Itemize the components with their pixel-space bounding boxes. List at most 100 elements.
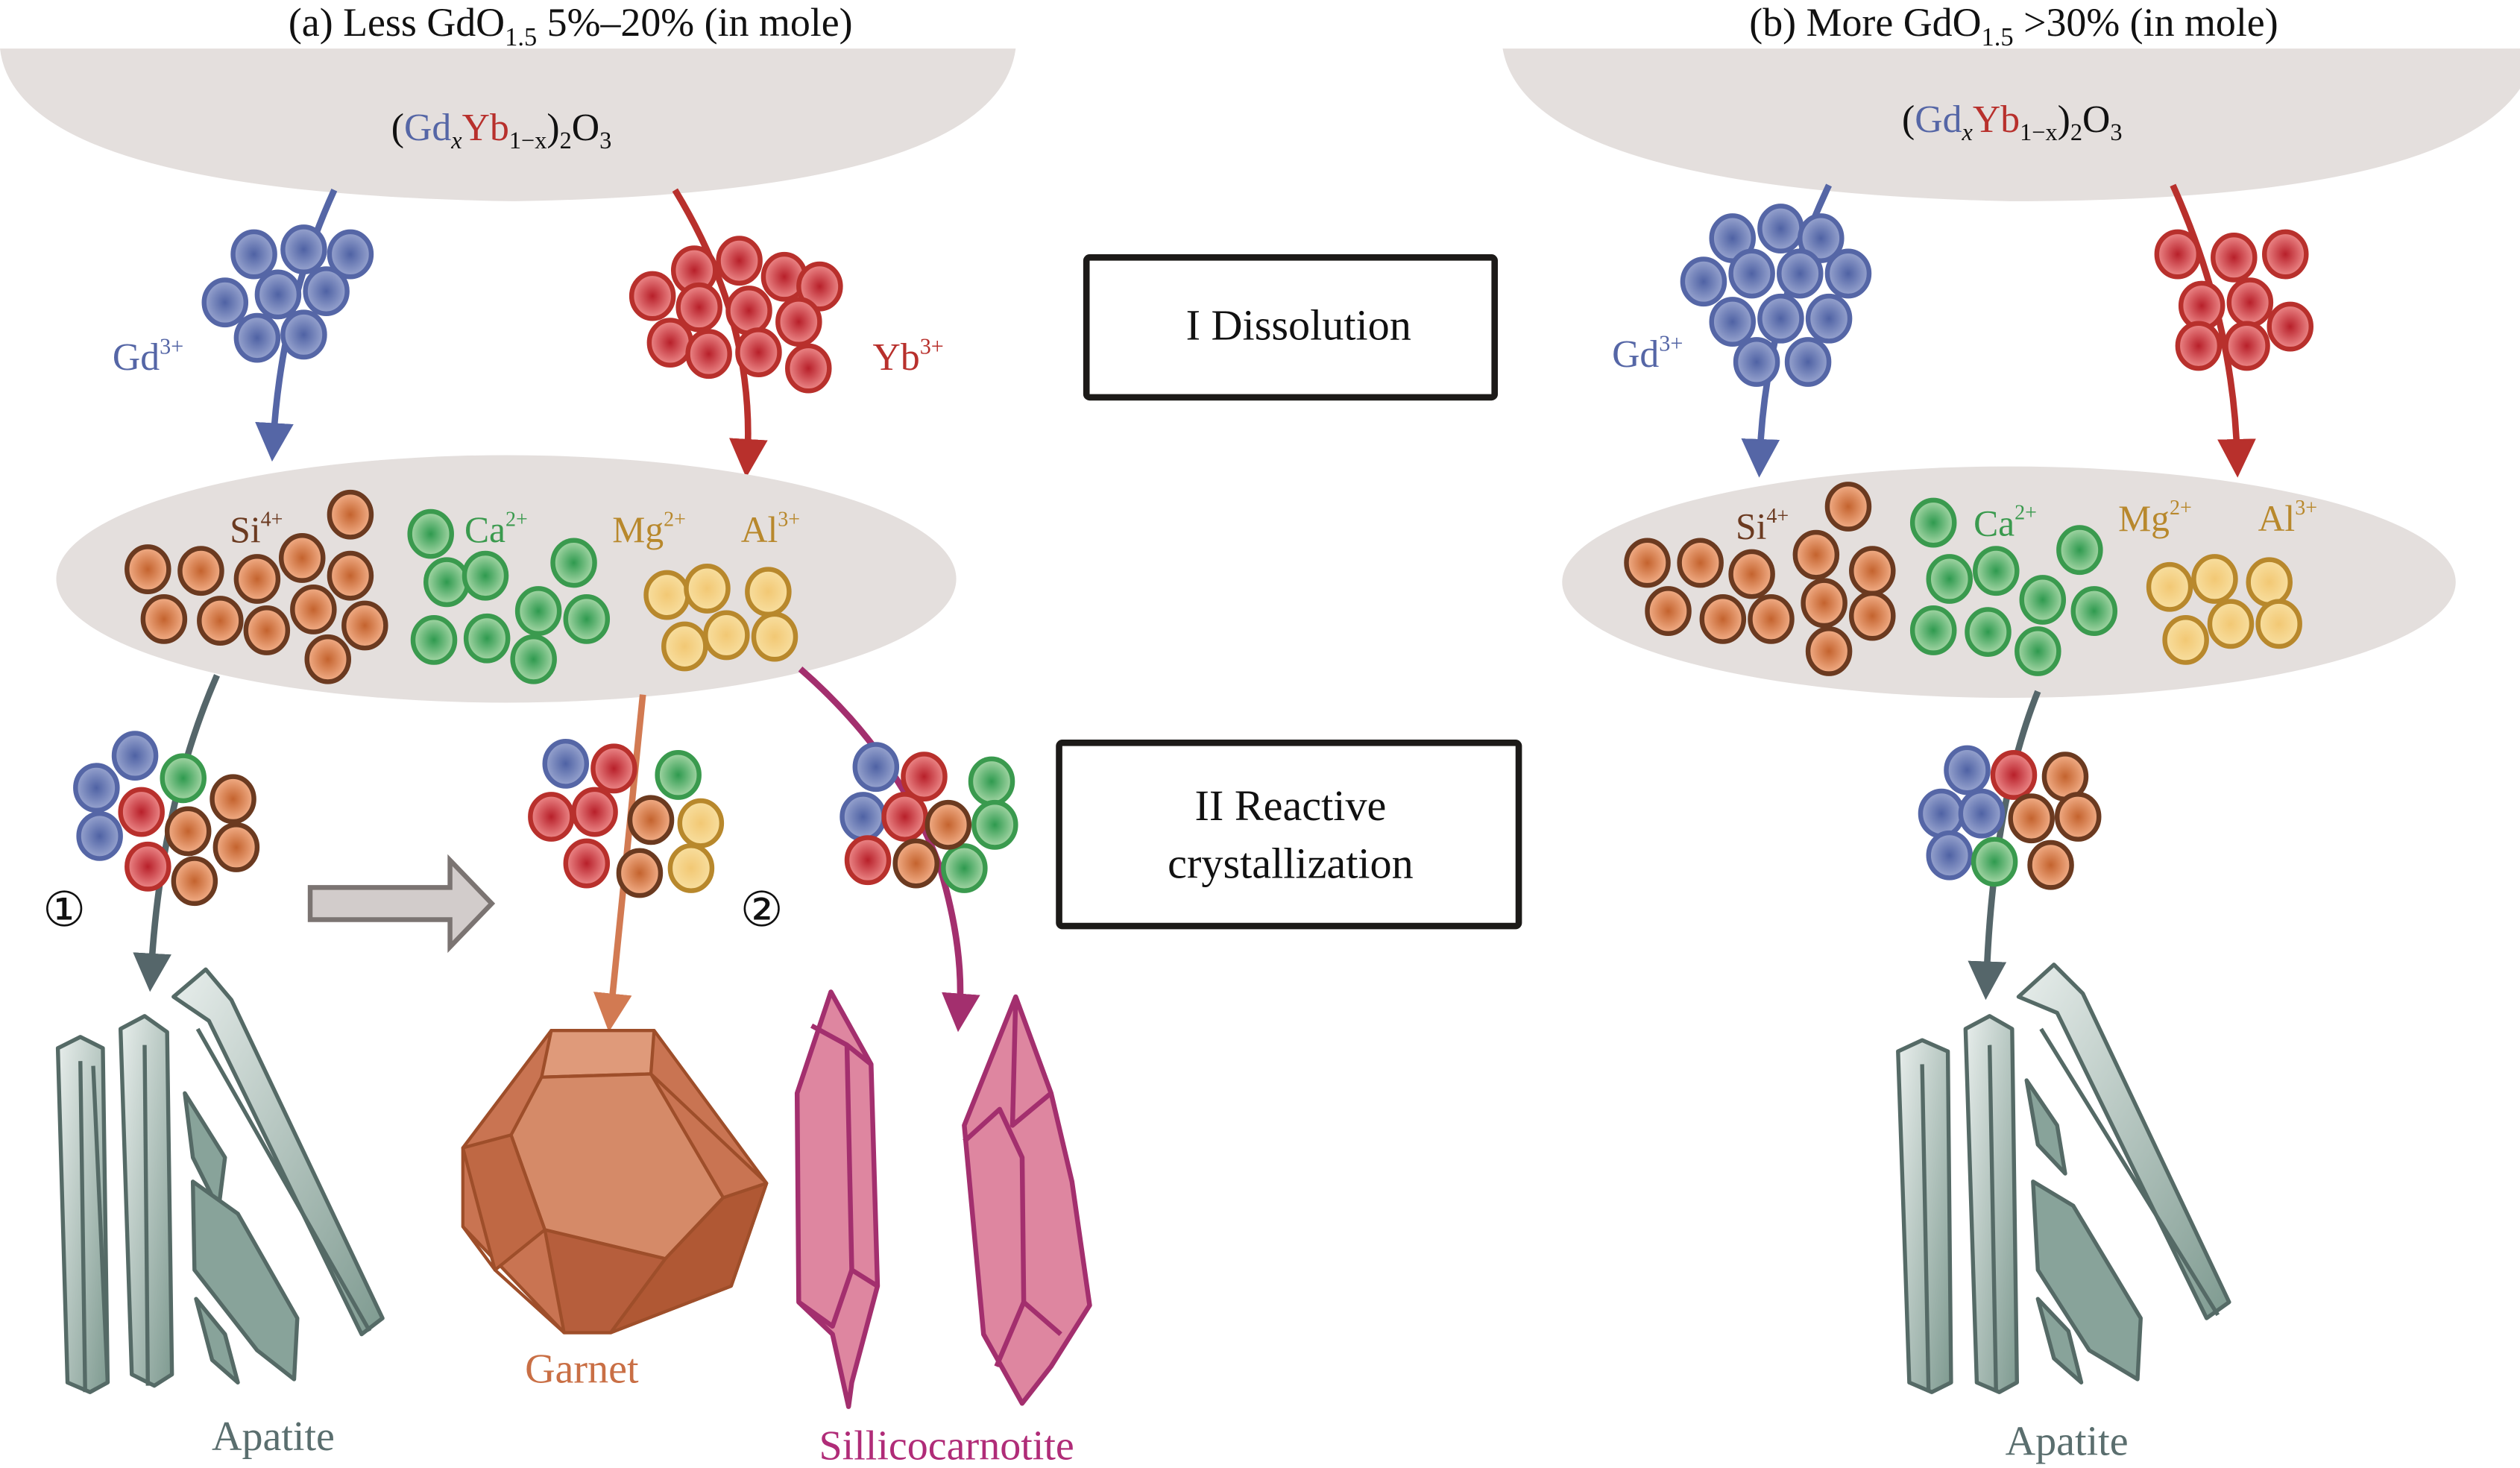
yb-ion	[563, 838, 611, 889]
mg-al-ion	[2246, 557, 2293, 608]
si-ion	[212, 822, 260, 872]
gd-ion	[1733, 337, 1780, 387]
ca-ion-group-b	[1909, 497, 2118, 676]
ca-ion	[1909, 497, 1957, 548]
pathway-marker-1: ①	[42, 883, 86, 936]
si-ion	[627, 795, 675, 845]
panel-b-title: (b) More GdO1.5 >30% (in mole)	[1749, 0, 2278, 51]
sillicocarnotite-crystals	[794, 989, 1092, 1409]
gd-ion	[1798, 213, 1845, 263]
ca-ion	[550, 538, 597, 588]
ca-ion	[160, 753, 207, 804]
mg-al-ion	[2146, 561, 2193, 612]
si-label-b: Si4+	[1736, 505, 1789, 547]
yb-ion	[2223, 321, 2270, 371]
ca-ion	[1965, 607, 2012, 658]
garnet-crystal	[461, 1029, 769, 1335]
yb-ion	[881, 792, 928, 842]
panel-a: (a) Less GdO1.5 5%–20% (in mole) (GdxYb1…	[0, 0, 1092, 1468]
sillicocarnotite-nucleus-cluster-a	[840, 742, 1018, 893]
gd-ion	[840, 792, 886, 842]
ca-ion	[971, 799, 1018, 850]
gd-ion	[280, 309, 327, 360]
si-ion	[1792, 529, 1840, 580]
ca-ion	[514, 586, 562, 637]
gd-label-b: Gd3+	[1612, 330, 1683, 376]
si-ion	[1645, 586, 1692, 637]
mg-al-ion	[643, 570, 690, 620]
mg-al-ion	[745, 567, 792, 617]
gd-ion	[111, 731, 159, 781]
yb-ion	[2211, 232, 2258, 283]
gd-ion	[303, 266, 350, 317]
al-label-b: Al3+	[2258, 497, 2317, 539]
mg-al-ion	[751, 611, 798, 662]
apatite-nucleus-cluster-a	[73, 731, 260, 907]
si-ion	[1624, 538, 1671, 588]
gd-ion	[1918, 788, 1965, 839]
ca-ion	[941, 843, 988, 893]
gd-ion	[1757, 204, 1804, 253]
garnet-label: Garnet	[525, 1346, 639, 1392]
mg-al-ion-group-b	[2146, 554, 2302, 665]
apatite-label-b: Apatite	[2006, 1418, 2129, 1464]
ca-ion	[2019, 575, 2067, 625]
gd-ion	[1709, 297, 1757, 347]
ca-ion	[423, 557, 470, 608]
yb-ion	[725, 286, 772, 336]
si-ion	[278, 533, 326, 583]
gd-ion	[254, 269, 302, 320]
mg-al-ion	[703, 610, 750, 661]
stage-reactive-crystallization-label-line1: II Reactive	[1195, 781, 1387, 830]
gd-ion	[1784, 337, 1832, 387]
ca-ion	[1909, 605, 1957, 655]
yb-ion	[2226, 277, 2274, 328]
yb-ion	[785, 343, 832, 394]
stage-dissolution-box	[1083, 254, 1499, 401]
panel-a-title-suffix: 5%–20% (in mole)	[537, 0, 852, 45]
mg-al-ion	[2162, 614, 2209, 665]
al-label-a: Al3+	[741, 508, 800, 550]
si-ion	[1849, 590, 1896, 641]
mg-al-ion	[667, 843, 715, 893]
transition-arrow[interactable]	[307, 854, 496, 954]
gd-ion	[233, 312, 281, 363]
si-label-a: Si4+	[230, 508, 283, 550]
garnet-nucleus-cluster-a	[528, 738, 725, 898]
si-ion	[1699, 593, 1747, 644]
apatite-crystals-b	[1896, 963, 2231, 1394]
si-ion	[327, 489, 374, 540]
sillicocarnotite-label: Sillicocarnotite	[819, 1423, 1074, 1468]
ca-ion	[968, 756, 1015, 807]
ca-ion	[410, 614, 458, 665]
gd-ion	[1805, 293, 1853, 344]
yb-ion	[118, 787, 165, 837]
yb-ion-cluster-a	[629, 236, 843, 394]
ca-label-b: Ca2+	[1974, 502, 2037, 544]
ca-ion	[407, 508, 454, 559]
gd-ion	[542, 738, 590, 789]
si-ion	[243, 605, 291, 655]
stage-dissolution: I Dissolution	[1083, 254, 1499, 401]
yb-ion	[125, 841, 171, 892]
yb-ion	[629, 271, 676, 321]
si-ion	[177, 546, 224, 596]
mg-al-ion	[684, 564, 731, 614]
ca-ion	[655, 750, 702, 800]
yb-ion	[675, 282, 722, 333]
gd-ion	[327, 229, 374, 280]
si-ion	[1748, 593, 1795, 644]
apatite-label-a: Apatite	[212, 1414, 335, 1460]
gd-ion	[1757, 293, 1804, 344]
yb-ion-cluster-b	[2154, 229, 2314, 371]
ca-ion	[510, 634, 557, 684]
apatite-crystals-a	[55, 967, 385, 1394]
si-ion	[140, 593, 188, 644]
si-ion	[171, 856, 218, 907]
si-ion	[616, 848, 664, 898]
si-ion	[2054, 792, 2102, 842]
yb-ion	[646, 318, 694, 368]
yb-ion	[571, 787, 618, 837]
si-ion	[290, 585, 337, 634]
